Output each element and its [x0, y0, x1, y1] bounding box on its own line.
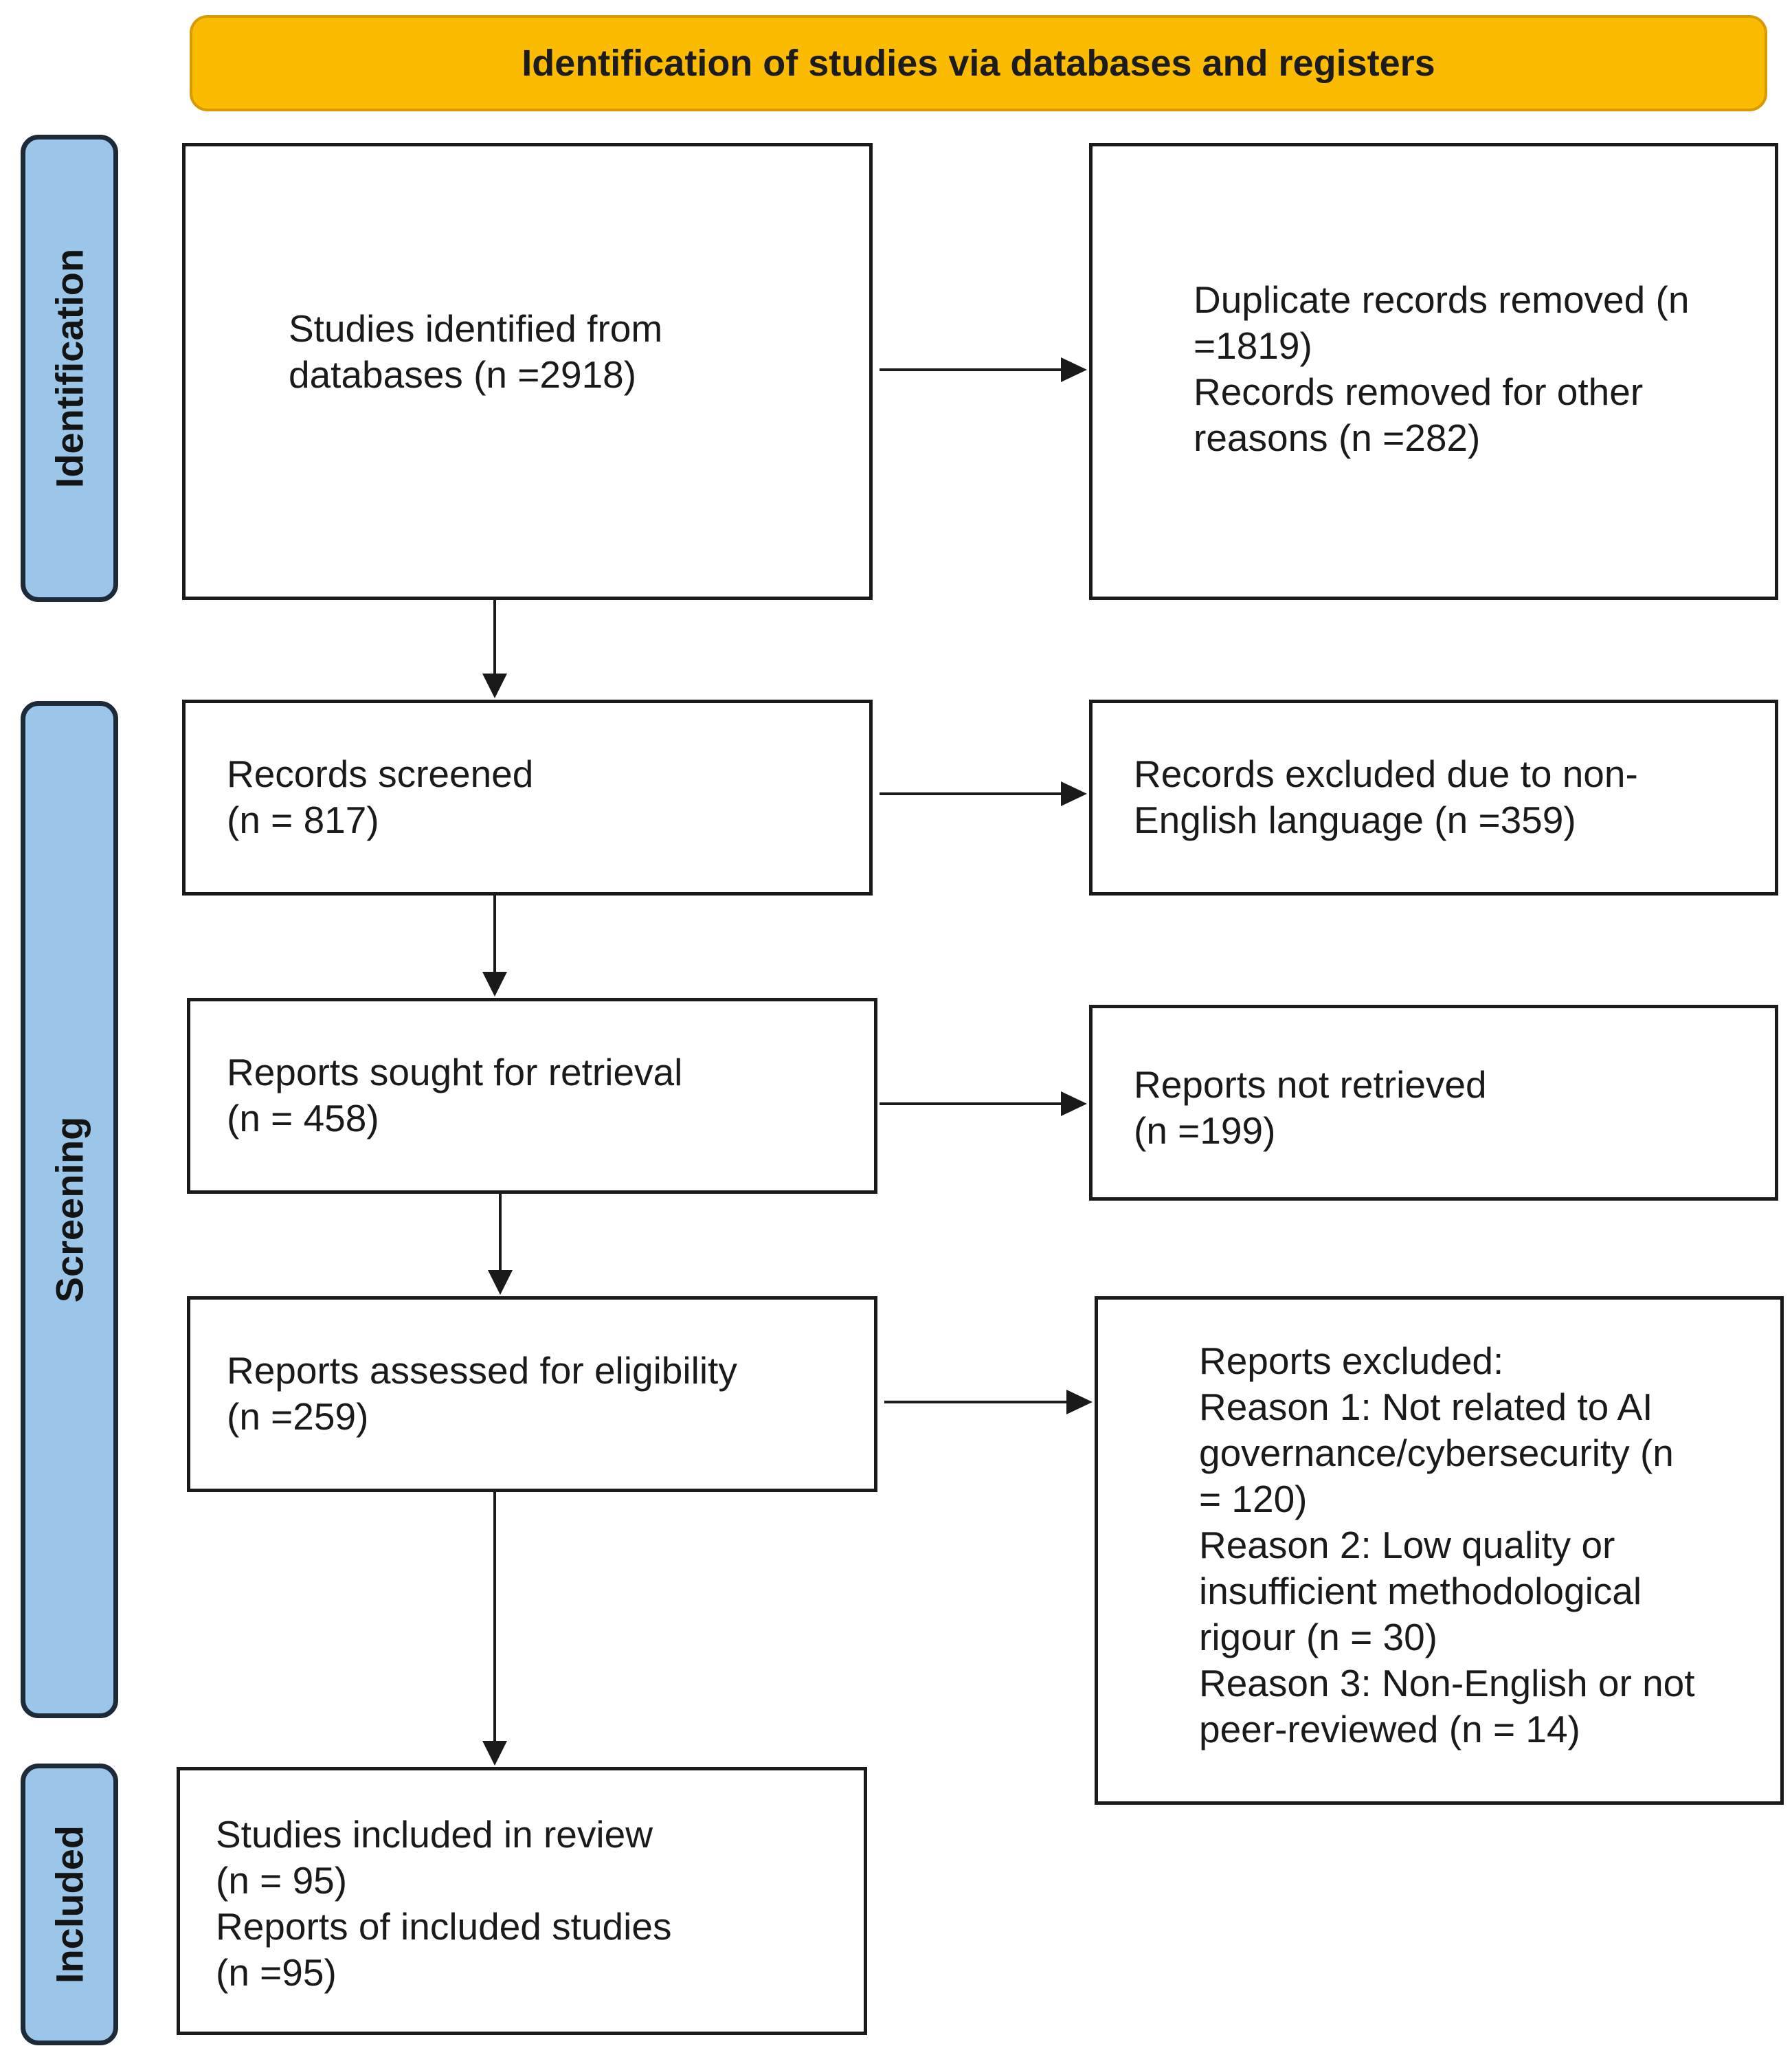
stage-screening: Screening	[21, 701, 118, 1718]
box-included-text: Studies included in review (n = 95) Repo…	[216, 1813, 672, 1994]
box-assessed: Reports assessed for eligibility (n =259…	[187, 1296, 877, 1492]
box-excluded-language: Records excluded due to non- English lan…	[1089, 700, 1778, 896]
box-excluded-language-text: Records excluded due to non- English lan…	[1134, 753, 1638, 841]
box-reports-excluded-text: Reports excluded: Reason 1: Not related …	[1199, 1339, 1695, 1750]
arrow-head	[1061, 357, 1087, 382]
arrow-head	[482, 972, 507, 997]
box-removed-text: Duplicate records removed (n =1819) Reco…	[1194, 278, 1690, 459]
box-sought: Reports sought for retrieval (n = 458)	[187, 998, 877, 1194]
box-not-retrieved-text: Reports not retrieved (n =199)	[1134, 1063, 1487, 1152]
stage-identification: Identification	[21, 135, 118, 602]
box-removed: Duplicate records removed (n =1819) Reco…	[1089, 143, 1778, 600]
header-banner: Identification of studies via databases …	[190, 15, 1767, 111]
arrow-head	[1066, 1390, 1093, 1414]
box-not-retrieved: Reports not retrieved (n =199)	[1089, 1005, 1778, 1201]
arrow-head	[1061, 1091, 1087, 1116]
box-reports-excluded: Reports excluded: Reason 1: Not related …	[1095, 1296, 1784, 1805]
stage-included: Included	[21, 1764, 118, 2045]
box-screened-text: Records screened (n = 817)	[227, 753, 534, 841]
box-assessed-text: Reports assessed for eligibility (n =259…	[227, 1349, 737, 1438]
box-identified-text: Studies identified from databases (n =29…	[289, 307, 663, 396]
box-screened: Records screened (n = 817)	[182, 700, 873, 896]
box-sought-text: Reports sought for retrieval (n = 458)	[227, 1051, 683, 1139]
arrow-head	[1061, 781, 1087, 806]
box-included: Studies included in review (n = 95) Repo…	[177, 1767, 867, 2035]
arrow-head	[482, 1741, 507, 1766]
header-title: Identification of studies via databases …	[522, 43, 1435, 84]
arrow-head	[482, 674, 507, 698]
arrow-head	[488, 1270, 513, 1295]
box-identified: Studies identified from databases (n =29…	[182, 143, 873, 600]
